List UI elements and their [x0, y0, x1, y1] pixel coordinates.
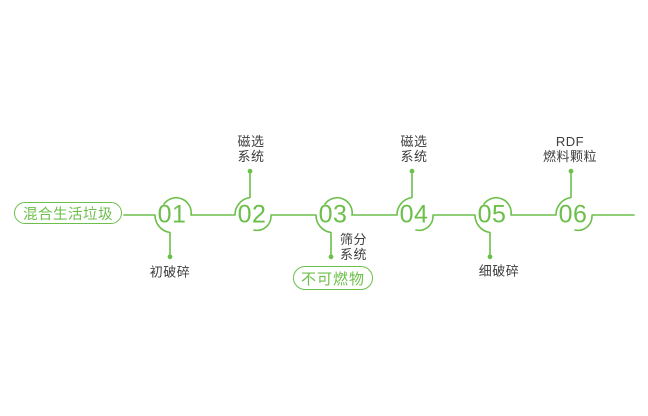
step-number-05: 05 [477, 200, 507, 229]
step-label-03-screening-system: 筛分 系统 [340, 232, 368, 262]
branch-endpoint-dot-03 [328, 254, 334, 260]
step-label-02-magnetic-separation: 磁选 系统 [237, 134, 265, 164]
step-label-04-magnetic-separation: 磁选 系统 [400, 134, 428, 164]
branch-endpoint-dot-04 [409, 168, 415, 174]
step-number-03: 03 [318, 200, 348, 229]
non-combustible-badge: 不可燃物 [293, 266, 373, 290]
branch-endpoint-dot-06 [568, 168, 574, 174]
branch-endpoint-dot-05 [487, 254, 493, 260]
step-number-04: 04 [399, 200, 429, 229]
step-label-05-fine-crushing: 细破碎 [478, 263, 520, 279]
step-label-01-primary-crushing: 初破碎 [149, 264, 191, 280]
step-label-06-rdf-fuel-pellets: RDF 燃料颗粒 [542, 134, 598, 164]
step-number-01: 01 [157, 200, 187, 229]
branch-endpoint-dot-02 [247, 168, 253, 174]
flow-connector-path [123, 173, 635, 255]
branch-endpoint-dot-01 [167, 254, 173, 260]
step-number-06: 06 [558, 200, 588, 229]
step-number-02: 02 [237, 200, 267, 229]
source-pill: 混合生活垃圾 [14, 202, 122, 224]
